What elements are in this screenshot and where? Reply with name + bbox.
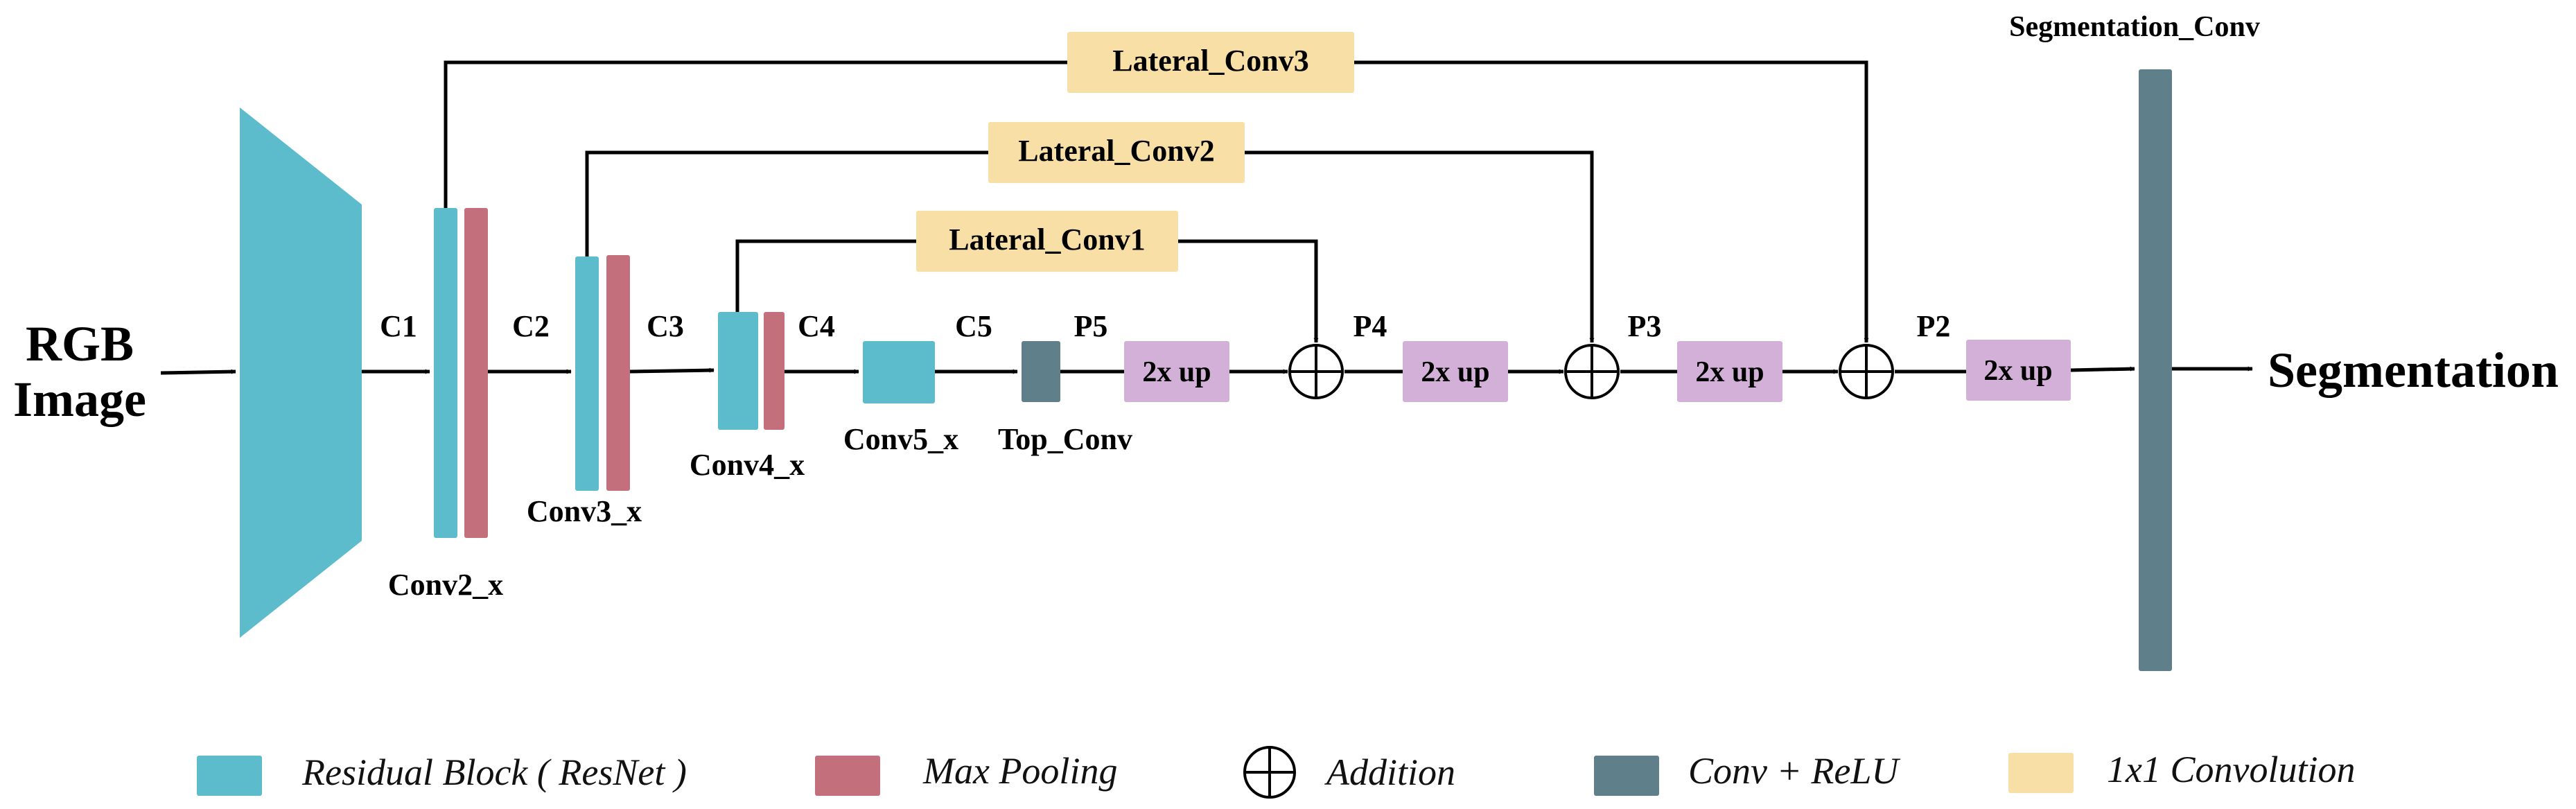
- legend-convrelu-label: Conv + ReLU: [1688, 750, 1900, 792]
- addition-node-3: [1839, 344, 1894, 399]
- upsample-block-3: [1677, 341, 1782, 402]
- input-label-line2: Image: [13, 372, 146, 427]
- legend-pool-label: Max Pooling: [922, 750, 1117, 792]
- lateral-lines: [444, 60, 1869, 343]
- conv5-residual-block: [863, 341, 935, 403]
- legend-addition-label: Addition: [1324, 751, 1455, 793]
- c3-label: C3: [647, 309, 684, 343]
- lateral-conv3-label: Lateral_Conv3: [1112, 44, 1309, 78]
- lateral-conv2-block: [988, 122, 1245, 183]
- upsample-label-2: 2x up: [1421, 356, 1489, 388]
- upsample-block-4: [1966, 340, 2071, 401]
- lateral-conv2-label: Lateral_Conv2: [1018, 134, 1215, 168]
- top-conv-label: Top_Conv: [998, 422, 1132, 456]
- top-conv-block: [1022, 341, 1060, 402]
- upsample-label-1: 2x up: [1142, 356, 1211, 388]
- upsample-block-2: [1403, 341, 1508, 402]
- output-label: Segmentation: [2268, 342, 2559, 398]
- legend-convrelu-swatch: [1594, 756, 1659, 796]
- conv2-label: Conv2_x: [388, 568, 503, 602]
- c5-label: C5: [955, 309, 992, 343]
- upsample-label-3: 2x up: [1695, 356, 1764, 388]
- legend-residual-label: Residual Block ( ResNet ): [301, 751, 687, 793]
- conv3-pool-block: [606, 255, 630, 491]
- conv5-label: Conv5_x: [843, 422, 958, 456]
- lateral-conv1-block: [916, 211, 1178, 272]
- addition-node-1: [1288, 344, 1344, 399]
- legend-addition-icon: [1243, 746, 1296, 799]
- conv2-pool-block: [464, 208, 488, 538]
- legend-residual-swatch: [197, 756, 262, 796]
- upsample-block-1: [1124, 341, 1229, 402]
- legend-lateral-label: 1x1 Convolution: [2107, 749, 2355, 790]
- conv2-residual-block: [434, 208, 457, 538]
- segmentation-conv-label: Segmentation_Conv: [2009, 11, 2260, 43]
- lateral-conv1-label: Lateral_Conv1: [949, 223, 1146, 256]
- conv3-residual-block: [575, 256, 599, 491]
- conv4-label: Conv4_x: [690, 448, 805, 482]
- topdown-arrows: [1229, 366, 2253, 374]
- c2-label: C2: [512, 309, 550, 343]
- conv4-residual-block: [718, 312, 758, 430]
- c1-label: C1: [380, 309, 417, 343]
- lateral-conv3-block: [1067, 32, 1354, 93]
- p2-label: P2: [1917, 309, 1951, 343]
- legend-pool-swatch: [815, 756, 880, 796]
- p4-label: P4: [1353, 309, 1387, 343]
- segmentation-conv-block: [2139, 69, 2172, 671]
- upsample-label-4: 2x up: [1983, 355, 2052, 387]
- legend-lateral-swatch: [2008, 753, 2074, 793]
- conv4-pool-block: [764, 312, 785, 430]
- conv3-label: Conv3_x: [527, 494, 642, 528]
- p5-label: P5: [1074, 309, 1108, 343]
- stem-block: [240, 107, 362, 638]
- p3-label: P3: [1628, 309, 1662, 343]
- legend: Residual Block ( ResNet ) Max Pooling Ad…: [197, 746, 2355, 799]
- forward-arrows: [160, 367, 1124, 375]
- c4-label: C4: [798, 309, 835, 343]
- input-label-line1: RGB: [26, 316, 134, 372]
- addition-node-2: [1564, 344, 1620, 399]
